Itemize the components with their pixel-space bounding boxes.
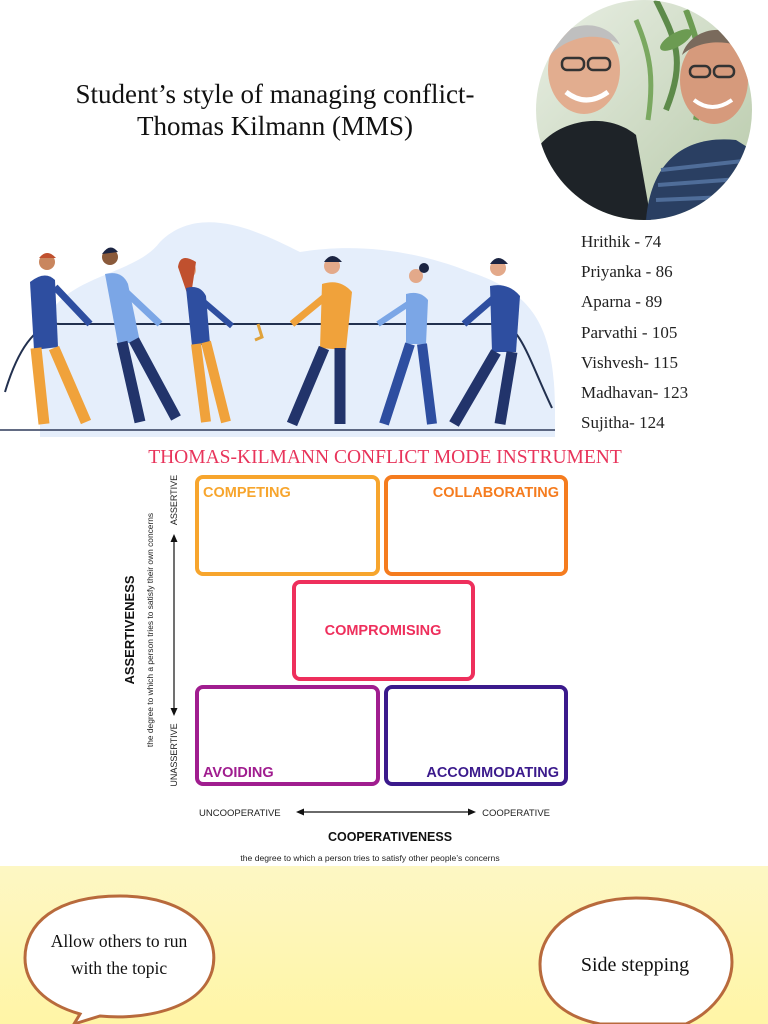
instrument-title: THOMAS-KILMANN CONFLICT MODE INSTRUMENT (148, 447, 622, 468)
mode-label-avoiding: AVOIDING (203, 765, 274, 781)
mode-box-avoiding (195, 685, 380, 786)
y-axis-label: ASSERTIVENESS (122, 575, 137, 684)
mode-box-collaborating (384, 475, 568, 576)
title-line-2: Thomas Kilmann (MMS) (137, 111, 413, 141)
mode-box-competing (195, 475, 380, 576)
person-figure (286, 256, 352, 427)
person-figure (102, 247, 181, 424)
score-item: Priyanka - 86 (581, 262, 673, 282)
speech-bubble-text: Allow others to run with the topic (50, 931, 188, 978)
score-item: Hrithik - 74 (581, 232, 662, 251)
thomas-kilmann-diagram: COMPETING COLLABORATING COMPROMISING AVO… (122, 475, 568, 863)
photo-two-men (536, 0, 752, 220)
mode-box-accommodating (384, 685, 568, 786)
mode-label-compromising: COMPROMISING (325, 623, 442, 639)
score-item: Madhavan- 123 (581, 383, 689, 403)
person-figure (449, 258, 520, 427)
person-figure (178, 258, 234, 424)
mode-label-competing: COMPETING (203, 485, 291, 501)
y-axis-low-label: UNASSERTIVE (169, 723, 179, 786)
tug-of-war-illustration (0, 222, 555, 437)
person-figure (30, 253, 93, 425)
title-line-1: Student’s style of managing conflict- (75, 79, 475, 109)
score-item: Aparna - 89 (581, 292, 663, 312)
score-item: Parvathi - 105 (581, 322, 678, 342)
speech-bubble-left (23, 894, 216, 1024)
person-figure (376, 263, 437, 426)
x-axis-description: the degree to which a person tries to sa… (240, 853, 499, 863)
x-axis-high-label: COOPERATIVE (482, 808, 550, 819)
page-title: Student’s style of managing conflict- Th… (20, 78, 530, 142)
x-axis-label: COOPERATIVENESS (328, 830, 452, 844)
speech-bubbles (23, 894, 734, 1024)
score-item: Vishvesh- 115 (581, 352, 679, 372)
mode-box-compromising (292, 580, 475, 681)
speech-bubble-text: Side stepping (580, 954, 690, 976)
mode-label-collaborating: COLLABORATING (433, 485, 559, 501)
y-axis-high-label: ASSERTIVE (169, 475, 179, 525)
mode-label-accommodating: ACCOMMODATING (426, 765, 559, 781)
x-axis-low-label: UNCOOPERATIVE (199, 808, 281, 819)
score-item: Sujitha- 124 (581, 413, 665, 433)
student-scores-list: Hrithik - 74 Priyanka - 86 Aparna - 89 P… (581, 227, 751, 438)
y-axis-description: the degree to which a person tries to sa… (145, 513, 155, 747)
speech-bubble-right (538, 896, 734, 1024)
